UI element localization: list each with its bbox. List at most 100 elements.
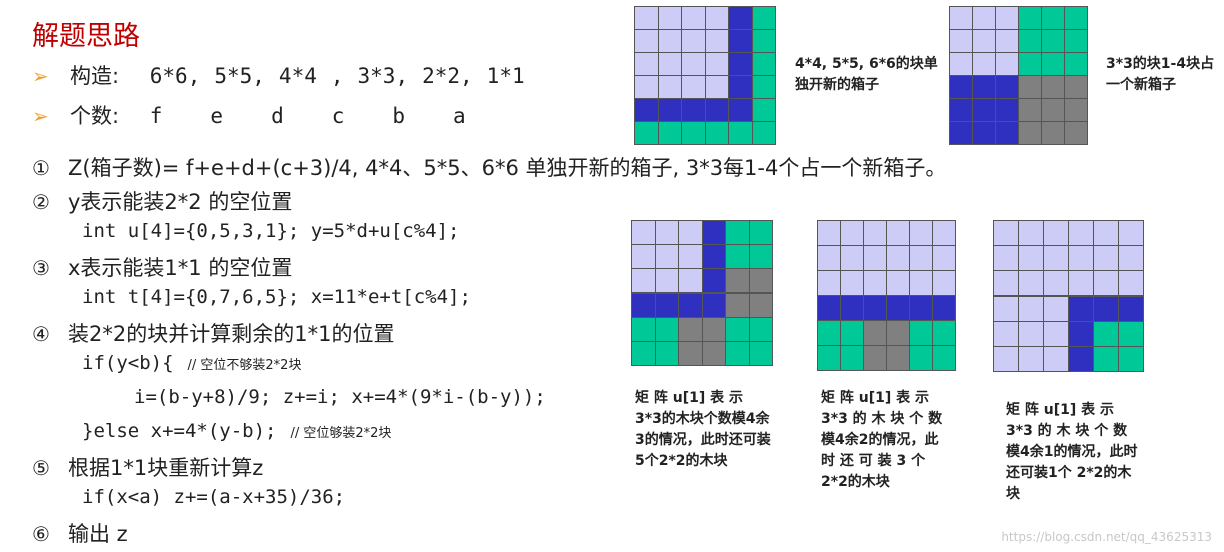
bullet-label: 构造:	[70, 64, 120, 88]
caption-mod2: 矩 阵 u[1] 表 示 3*3 的 木 块 个 数模4余2的情况，此 时 还 …	[821, 390, 943, 490]
grid-cell	[949, 75, 973, 99]
grid-cell	[1041, 6, 1065, 30]
grid-cell	[1068, 245, 1094, 272]
grid-cell	[678, 220, 703, 246]
grid-cell	[1018, 245, 1044, 272]
grid-cell	[751, 52, 776, 76]
grid-cell	[631, 244, 656, 270]
box-diagram-mod1	[993, 220, 1144, 372]
grid-cell	[704, 6, 729, 30]
grid-cell	[840, 220, 864, 246]
grid-cell	[1041, 98, 1065, 122]
grid-cell	[949, 52, 973, 76]
step-number: ⑤	[32, 456, 50, 480]
grid-cell	[932, 270, 956, 296]
grid-cell	[1064, 98, 1088, 122]
bullet-item: e	[210, 104, 224, 128]
arrow-icon: ➢	[32, 104, 49, 128]
grid-cell	[654, 340, 679, 366]
step-text: x表示能装1*1 的空位置	[68, 256, 293, 280]
grid-cell	[1018, 6, 1042, 30]
grid-cell	[949, 98, 973, 122]
grid-cell	[748, 268, 773, 294]
grid-cell	[631, 268, 656, 294]
grid-cell	[1118, 295, 1144, 322]
grid-cell	[886, 220, 910, 246]
grid-cell	[909, 320, 933, 346]
grid-cell	[932, 320, 956, 346]
step-number: ③	[32, 256, 50, 280]
grid-cell	[972, 98, 996, 122]
grid-cell	[993, 220, 1019, 247]
caption-mod3: 矩 阵 u[1] 表 示 3*3的木块个数模4余3的情况，此时还可装5个2*2的…	[635, 390, 771, 469]
grid-cell	[1064, 29, 1088, 53]
grid-cell	[1041, 75, 1065, 99]
grid-cell	[681, 52, 706, 76]
grid-cell	[972, 52, 996, 76]
grid-cell	[995, 121, 1019, 145]
grid-cell	[701, 220, 726, 246]
grid-cell	[993, 345, 1019, 372]
grid-cell	[748, 316, 773, 342]
grid-cell	[1043, 345, 1069, 372]
grid-cell	[1018, 98, 1042, 122]
grid-cell	[728, 75, 753, 99]
code-line-i: i=(b-y+8)/9; z+=i; x+=4*(9*i-(b-y));	[134, 386, 546, 408]
grid-cell	[728, 121, 753, 145]
grid-cell	[863, 245, 887, 271]
code-comment: // 空位够装2*2块	[290, 426, 392, 441]
grid-cell	[1018, 220, 1044, 247]
grid-cell	[1093, 320, 1119, 347]
grid-cell	[678, 316, 703, 342]
step-number: ④	[32, 322, 50, 346]
grid-cell	[817, 245, 841, 271]
grid-cell	[972, 29, 996, 53]
grid-cell	[1041, 121, 1065, 145]
grid-cell	[631, 292, 656, 318]
grid-cell	[725, 268, 750, 294]
code-line-if: if(y<b){// 空位不够装2*2块	[82, 352, 301, 374]
grid-cell	[681, 121, 706, 145]
grid-cell	[654, 292, 679, 318]
grid-cell	[972, 75, 996, 99]
grid-cell	[863, 295, 887, 321]
step-text: y表示能装2*2 的空位置	[68, 190, 293, 214]
grid-cell	[681, 75, 706, 99]
code: }else x+=4*(y-b);	[82, 420, 277, 442]
step-3: ③ x表示能装1*1 的空位置	[32, 252, 292, 282]
grid-cell	[1118, 220, 1144, 247]
grid-cell	[1118, 320, 1144, 347]
grid-cell	[631, 220, 656, 246]
grid-cell	[886, 320, 910, 346]
grid-cell	[817, 220, 841, 246]
grid-cell	[993, 245, 1019, 272]
grid-cell	[704, 121, 729, 145]
grid-cell	[863, 345, 887, 371]
caption-large-blocks: 4*4, 5*5, 6*6的块单独开新的箱子	[795, 56, 938, 93]
grid-cell	[909, 345, 933, 371]
grid-cell	[840, 245, 864, 271]
grid-cell	[886, 270, 910, 296]
grid-cell	[1118, 245, 1144, 272]
grid-cell	[704, 52, 729, 76]
grid-cell	[751, 75, 776, 99]
grid-cell	[1093, 270, 1119, 297]
grid-cell	[634, 52, 659, 76]
bullet-item: c	[331, 104, 345, 128]
grid-cell	[631, 340, 656, 366]
grid-cell	[701, 340, 726, 366]
box-diagram-large-blocks	[634, 6, 776, 145]
grid-cell	[1118, 270, 1144, 297]
grid-cell	[1068, 220, 1094, 247]
grid-cell	[863, 220, 887, 246]
caption-mod1: 矩 阵 u[1] 表 示 3*3 的 木 块 个 数模4余1的情况，此时还可装1…	[1006, 402, 1138, 502]
grid-cell	[634, 29, 659, 53]
grid-cell	[728, 52, 753, 76]
grid-cell	[932, 220, 956, 246]
box-diagram-3x3-blocks	[949, 6, 1088, 145]
grid-cell	[1018, 52, 1042, 76]
grid-cell	[681, 98, 706, 122]
